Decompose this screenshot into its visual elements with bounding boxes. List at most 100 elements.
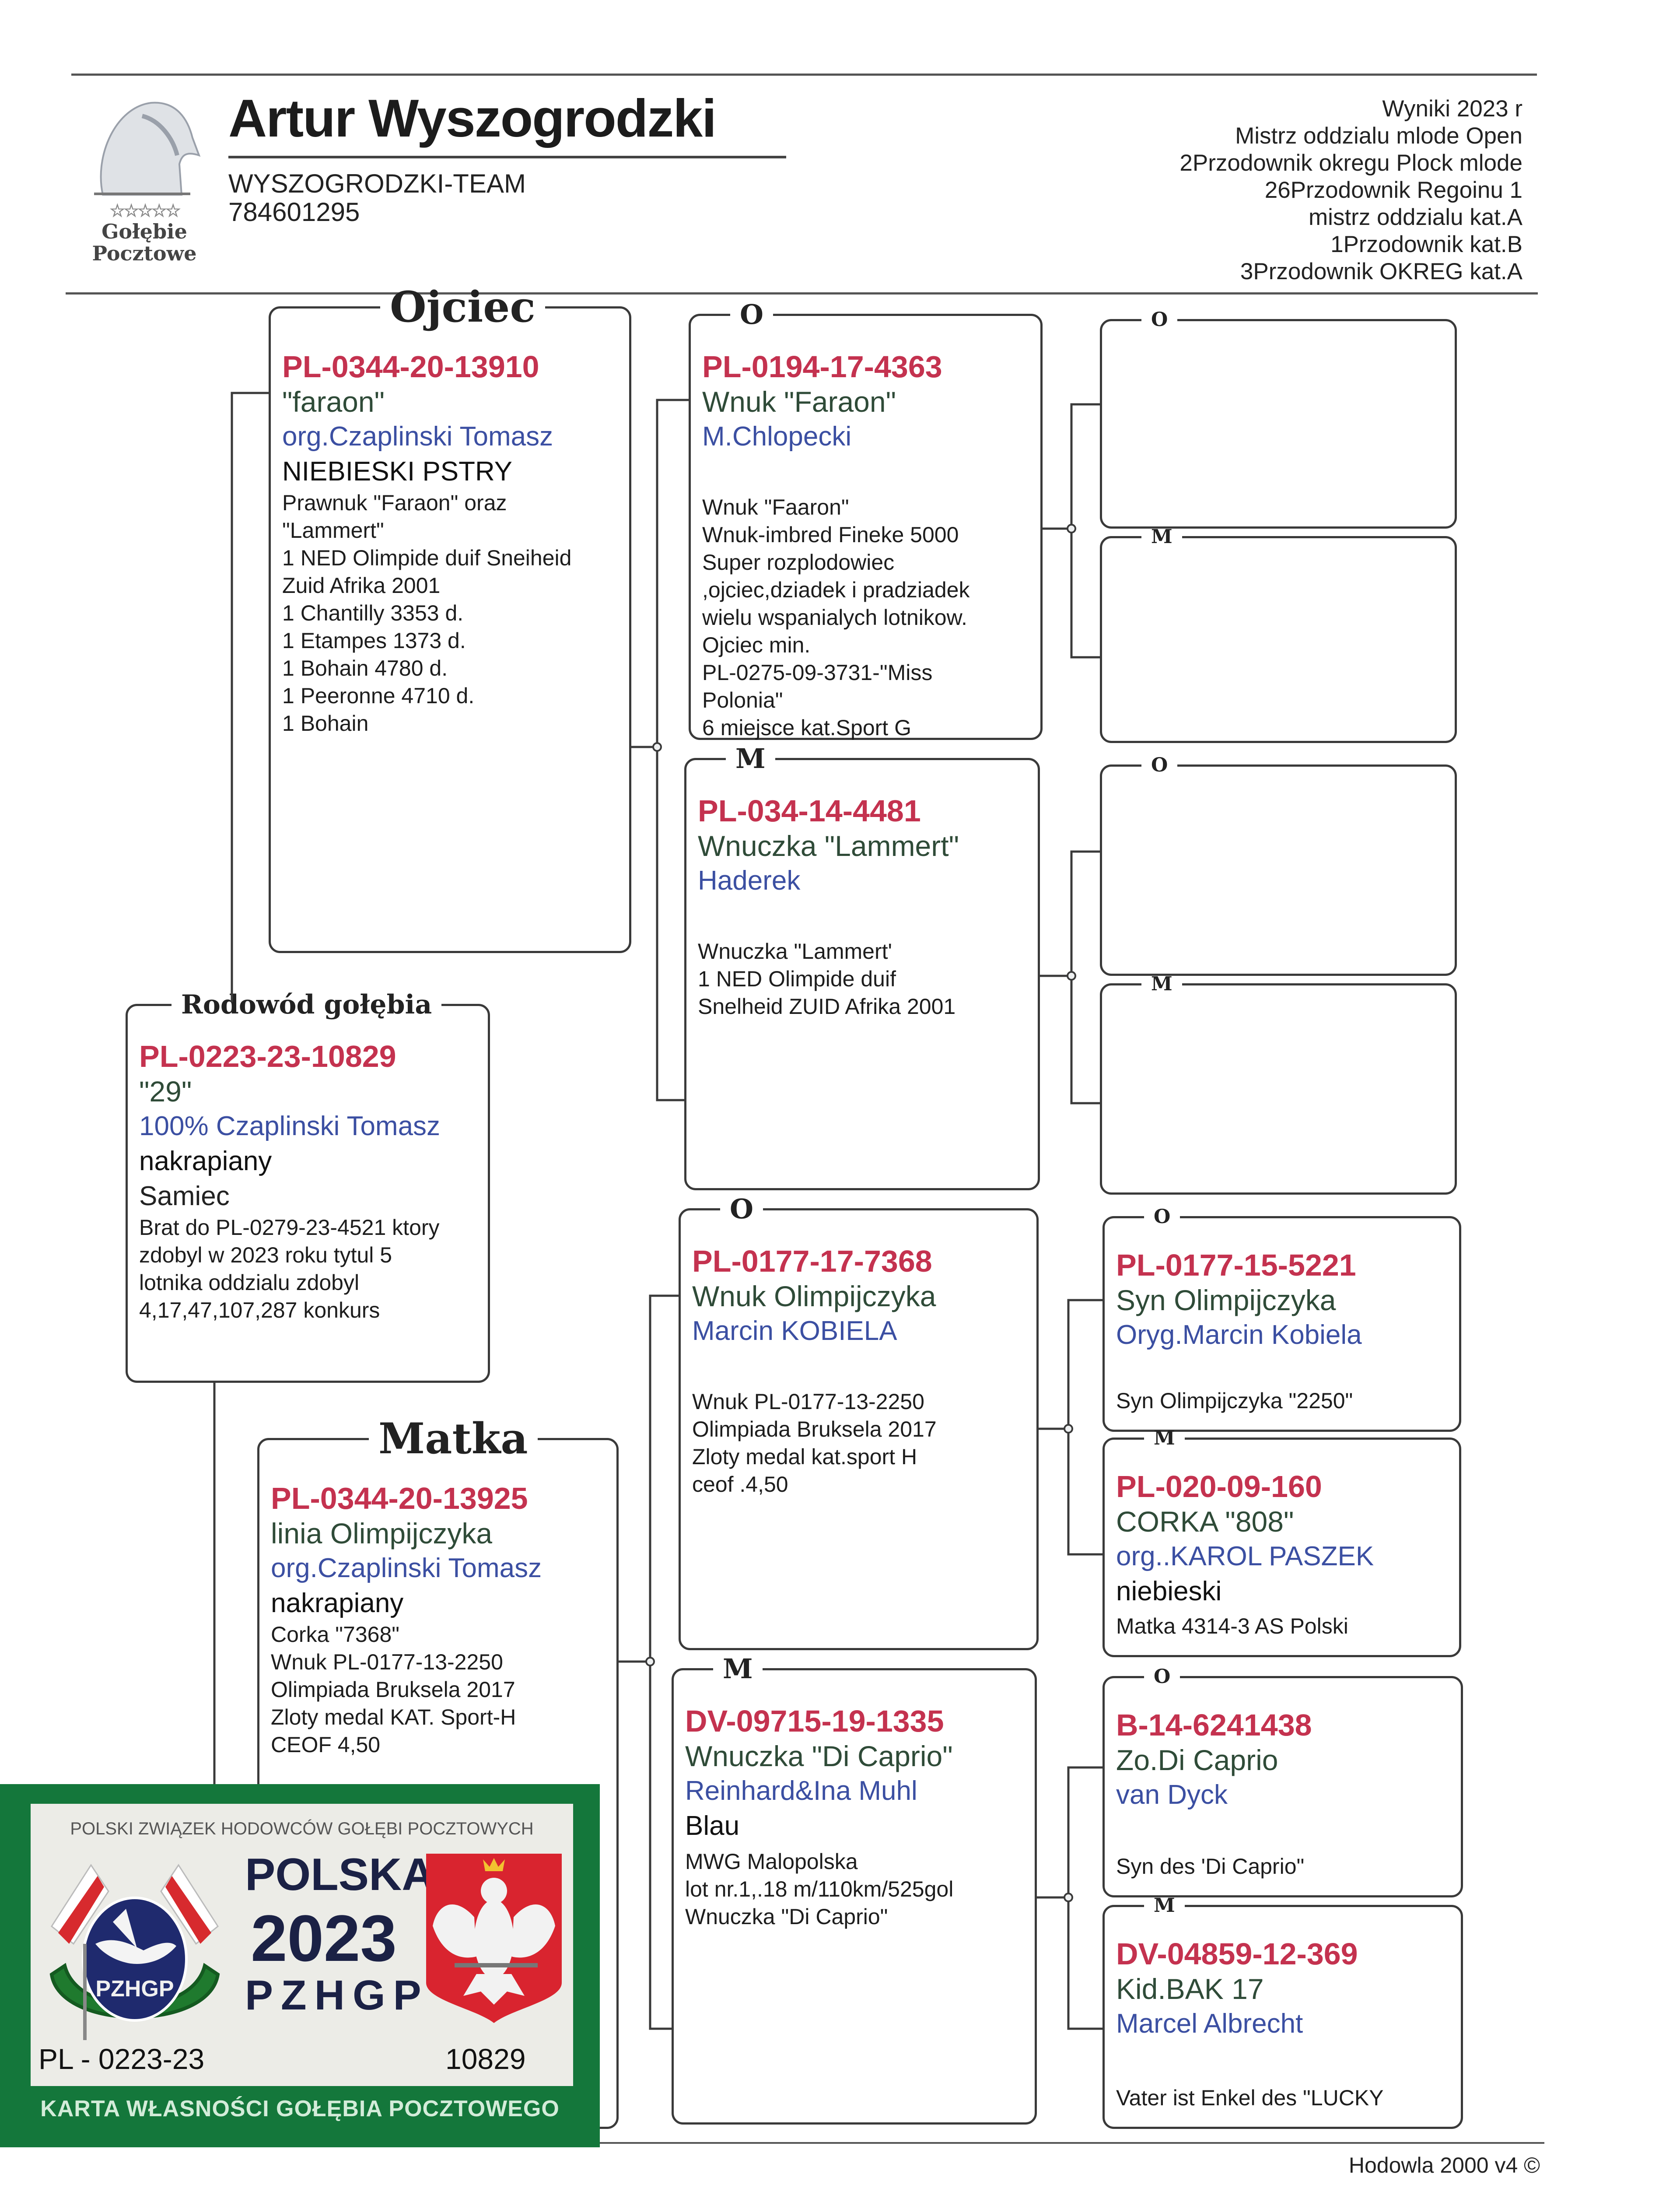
pigeon-notes: Matka 4314-3 AS Polski bbox=[1116, 1613, 1450, 1640]
pigeon-color: NIEBIESKI PSTRY bbox=[282, 456, 513, 487]
card-org-name: POLSKI ZWIĄZEK HODOWCÓW GOŁĘBI POCZTOWYC… bbox=[70, 1819, 534, 1838]
junction-dot bbox=[1067, 971, 1076, 981]
breeder-owner: Reinhard&Ina Muhl bbox=[685, 1776, 917, 1806]
pigeon-color: nakrapiany bbox=[271, 1588, 404, 1618]
junction-dot bbox=[1067, 524, 1076, 533]
note-line: Syn des 'Di Caprio" bbox=[1116, 1854, 1305, 1879]
note-line: MWG Malopolska bbox=[685, 1849, 858, 1874]
note-line: PL-0275-09-3731-"Miss bbox=[702, 660, 933, 685]
logo-text-line: Gołębie bbox=[102, 220, 187, 243]
breeder-owner: org..KAROL PASZEK bbox=[1116, 1541, 1374, 1571]
pigeon-notes: Vater ist Enkel des "LUCKY bbox=[1116, 2084, 1452, 2112]
result-line: 1Przodownik kat.B bbox=[1330, 231, 1522, 257]
software-credit: Hodowla 2000 v4 © bbox=[1348, 2153, 1540, 2177]
note-line: 1 Bohain 4780 d. bbox=[282, 656, 448, 680]
note-line: 6 miejsce kat.Sport G bbox=[702, 715, 911, 740]
pzhgp-emblem-icon: PZHGP bbox=[49, 1864, 220, 2040]
ring-number: DV-04859-12-369 bbox=[1116, 1937, 1358, 1971]
pigeon-name: Zo.Di Caprio bbox=[1116, 1744, 1278, 1776]
pigeon-name: Wnuczka "Lammert" bbox=[698, 830, 959, 862]
note-line: Wnuczka "Di Caprio" bbox=[685, 1904, 888, 1929]
result-line: 2Przodownik okregu Plock mlode bbox=[1180, 150, 1522, 176]
box-label: O bbox=[740, 298, 764, 330]
breeder-owner: org.Czaplinski Tomasz bbox=[282, 421, 553, 452]
pigeon-color: Blau bbox=[685, 1811, 740, 1841]
team-name: WYSZOGRODZKI-TEAM bbox=[228, 169, 526, 198]
great-grandparent-box: M bbox=[1100, 527, 1457, 743]
box-label: M bbox=[735, 743, 766, 775]
note-line: lot nr.1,.18 m/110km/525gol bbox=[685, 1877, 954, 1901]
box-label: O bbox=[1151, 754, 1168, 776]
note-line: 1 NED Olimpide duif Sneiheid bbox=[282, 546, 572, 570]
ring-number: PL-034-14-4481 bbox=[698, 794, 921, 828]
pigeon-notes: Syn Olimpijczyka "2250" bbox=[1116, 1387, 1450, 1415]
card-ring-number: 10829 bbox=[445, 2043, 526, 2075]
ring-number: PL-0344-20-13910 bbox=[282, 350, 539, 384]
note-line: Wnuk-imbred Fineke 5000 bbox=[702, 522, 959, 547]
ring-number: PL-0177-17-7368 bbox=[692, 1244, 932, 1278]
note-line: Matka 4314-3 AS Polski bbox=[1116, 1614, 1348, 1638]
ring-number: PL-0177-15-5221 bbox=[1116, 1248, 1356, 1282]
note-line: 1 Chantilly 3353 d. bbox=[282, 601, 464, 625]
polish-eagle-coat-of-arms-icon bbox=[426, 1854, 562, 2023]
note-line: Ojciec min. bbox=[702, 633, 811, 657]
breeder-owner: org.Czaplinski Tomasz bbox=[271, 1553, 542, 1583]
note-line: 1 Bohain bbox=[282, 711, 369, 736]
breeder-owner: Oryg.Marcin Kobiela bbox=[1116, 1320, 1362, 1350]
pigeon-head-icon bbox=[94, 102, 201, 196]
pigeon-sex: Samiec bbox=[139, 1181, 230, 1211]
box-content: PL-0223-23-10829"29"100% Czaplinski Toma… bbox=[128, 1018, 488, 1381]
note-line: Corka "7368" bbox=[271, 1622, 399, 1647]
pigeon-name: Kid.BAK 17 bbox=[1116, 1973, 1264, 2005]
box-label: M bbox=[1154, 1427, 1175, 1449]
ring-number: PL-0194-17-4363 bbox=[702, 350, 942, 384]
box-label: M bbox=[723, 1653, 753, 1685]
bottom-rule bbox=[66, 2142, 1544, 2144]
card-title: KARTA WŁASNOŚCI GOŁĘBIA POCZTOWEGO bbox=[40, 2096, 560, 2121]
note-line: lotnika oddzialu zdobyl bbox=[139, 1270, 360, 1295]
note-line: Wnuk "Faaron" bbox=[702, 495, 849, 519]
name-underline bbox=[228, 156, 786, 158]
pigeon-notes: MWG Malopolska lot nr.1,.18 m/110km/525go… bbox=[685, 1848, 1026, 1931]
note-line: Prawnuk "Faraon" oraz bbox=[282, 491, 507, 515]
pigeon-color: niebieski bbox=[1116, 1576, 1222, 1606]
great-grandparent-box: M bbox=[1100, 975, 1457, 1195]
note-line: Zloty medal KAT. Sport-H bbox=[271, 1705, 516, 1729]
pigeon-name: Wnuczka "Di Caprio" bbox=[685, 1740, 953, 1772]
note-line: Snelheid ZUID Afrika 2001 bbox=[698, 994, 956, 1019]
note-line: Wnuk PL-0177-13-2250 bbox=[692, 1389, 924, 1414]
junction-dot bbox=[652, 742, 662, 752]
ownership-card: POLSKI ZWIĄZEK HODOWCÓW GOŁĘBI POCZTOWYC… bbox=[0, 1784, 600, 2147]
box-label: M bbox=[1151, 526, 1172, 548]
pedigree-connectors bbox=[213, 392, 1102, 2030]
results-list: Wyniki 2023 r Mistrz oddzialu mlode Open… bbox=[1180, 95, 1522, 285]
box-label: O bbox=[730, 1193, 754, 1225]
breeder-owner: 100% Czaplinski Tomasz bbox=[139, 1111, 441, 1141]
note-line: Brat do PL-0279-23-4521 ktory bbox=[139, 1215, 440, 1240]
note-line: Olimpiada Bruksela 2017 bbox=[692, 1417, 937, 1441]
breeder-owner: Marcel Albrecht bbox=[1116, 2009, 1303, 2039]
pigeon-notes: Syn des 'Di Caprio" bbox=[1116, 1853, 1452, 1880]
note-line: CEOF 4,50 bbox=[271, 1732, 381, 1757]
note-line: Polonia" bbox=[702, 688, 783, 712]
ring-number: PL-0344-20-13925 bbox=[271, 1481, 528, 1515]
pigeon-name: Wnuk "Faraon" bbox=[702, 386, 896, 418]
